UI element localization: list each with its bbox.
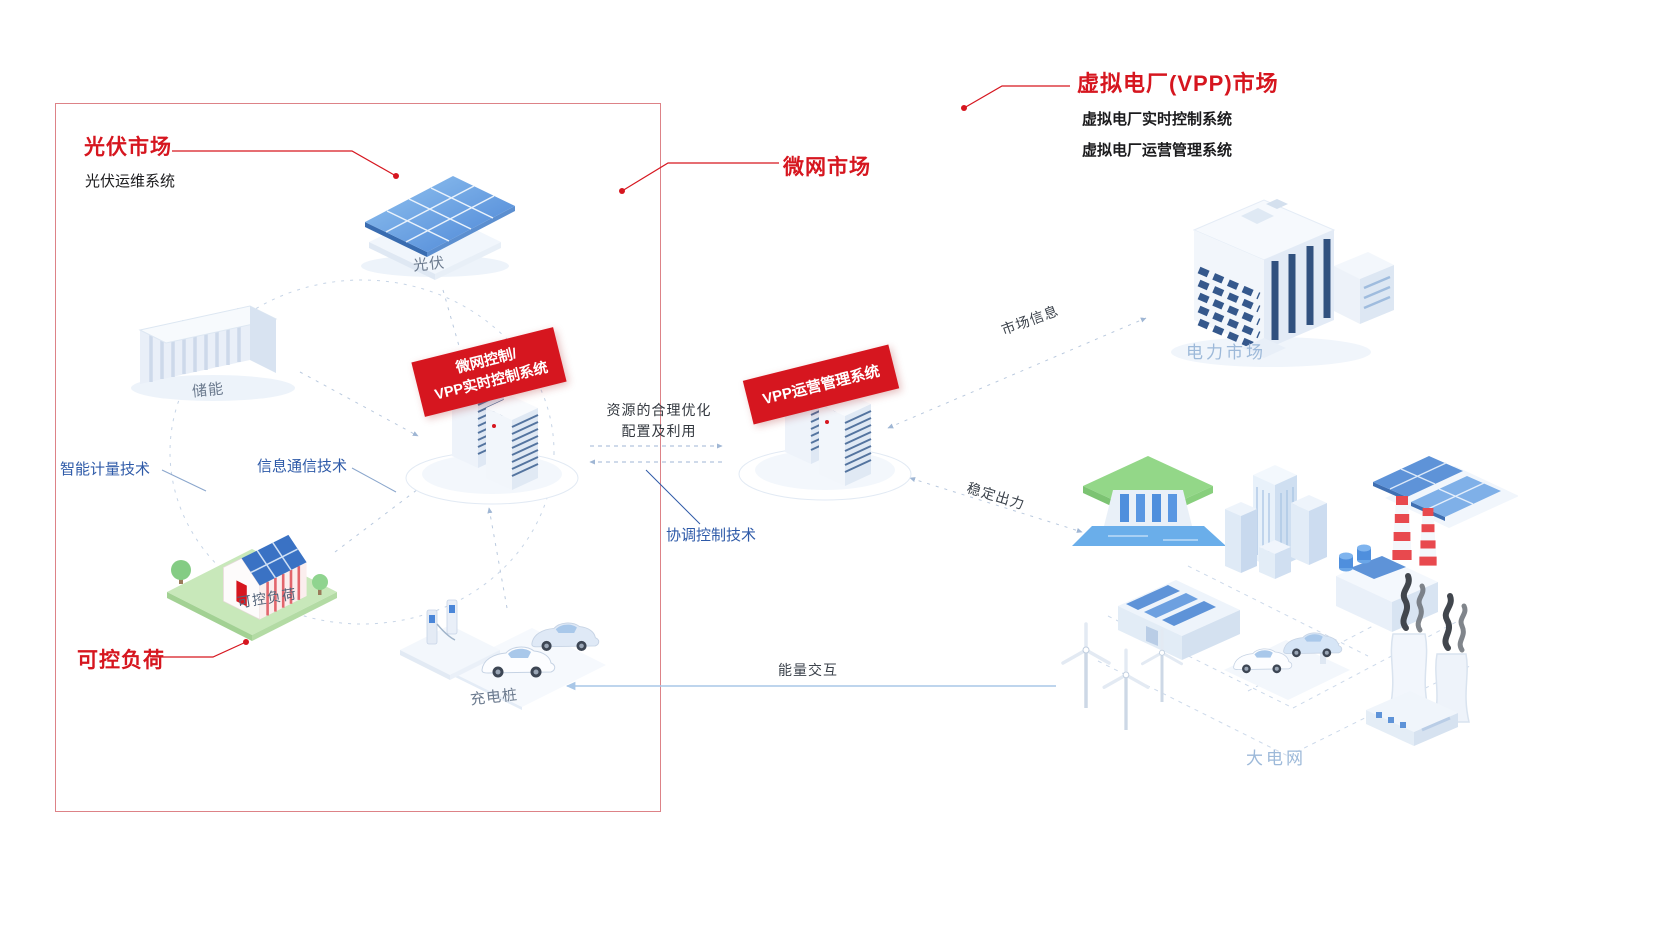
smoke — [1400, 573, 1454, 651]
building-annex — [1334, 252, 1394, 324]
vpp-realtime-system-label: 虚拟电厂实时控制系统 — [1082, 111, 1233, 128]
grid-solar-panels — [1373, 456, 1518, 528]
house-illustration — [167, 534, 337, 641]
pv-caption: 光伏 — [412, 254, 446, 275]
grid-caption: 大电网 — [1246, 749, 1306, 768]
vpp-market-title: 虚拟电厂(VPP)市场 — [1077, 71, 1279, 96]
smoke — [1415, 583, 1468, 653]
substation — [1366, 691, 1458, 746]
resource-optimization-line1: 资源的合理优化 — [606, 402, 712, 418]
ev-car — [531, 622, 600, 652]
house — [223, 534, 307, 621]
pv-market-title: 光伏市场 — [84, 136, 172, 159]
storage-illustration — [131, 305, 295, 401]
solar-array-illustration — [361, 176, 515, 280]
resource-optimization-note: 资源的合理优化 配置及利用 — [598, 400, 720, 442]
controllable-load-title: 可控负荷 — [77, 649, 165, 672]
energy-interaction-label: 能量交互 — [778, 662, 838, 678]
charging-station-illustration — [400, 599, 606, 710]
storage-caption: 储能 — [191, 380, 225, 401]
smart-metering-label: 智能计量技术 — [60, 461, 151, 478]
microgrid-market-title: 微网市场 — [783, 156, 871, 179]
tree — [312, 574, 328, 595]
electric-vehicles — [1224, 632, 1350, 700]
coordination-label: 协调控制技术 — [666, 527, 757, 544]
vpp-ops-system-label: 虚拟电厂运营管理系统 — [1082, 142, 1233, 159]
microgrid-server-illustration — [405, 374, 579, 505]
charging-post — [446, 599, 458, 635]
charging-post — [426, 609, 438, 645]
server-tower-front — [486, 396, 539, 490]
cooling-towers — [1389, 573, 1470, 723]
tree — [171, 560, 191, 584]
resource-optimization-line2: 配置及利用 — [621, 423, 697, 439]
city-buildings — [1225, 465, 1327, 579]
hydro-dam — [1072, 456, 1226, 546]
electricity-market-caption: 电力市场 — [1186, 343, 1266, 362]
office-building-illustration — [1171, 199, 1394, 367]
power-grid-illustration — [1061, 456, 1518, 757]
pv-om-system-label: 光伏运维系统 — [85, 173, 176, 190]
ev-car — [1283, 632, 1343, 658]
ict-label: 信息通信技术 — [257, 458, 348, 475]
microgrid-boundary-box — [55, 103, 661, 812]
factory — [1118, 580, 1240, 660]
